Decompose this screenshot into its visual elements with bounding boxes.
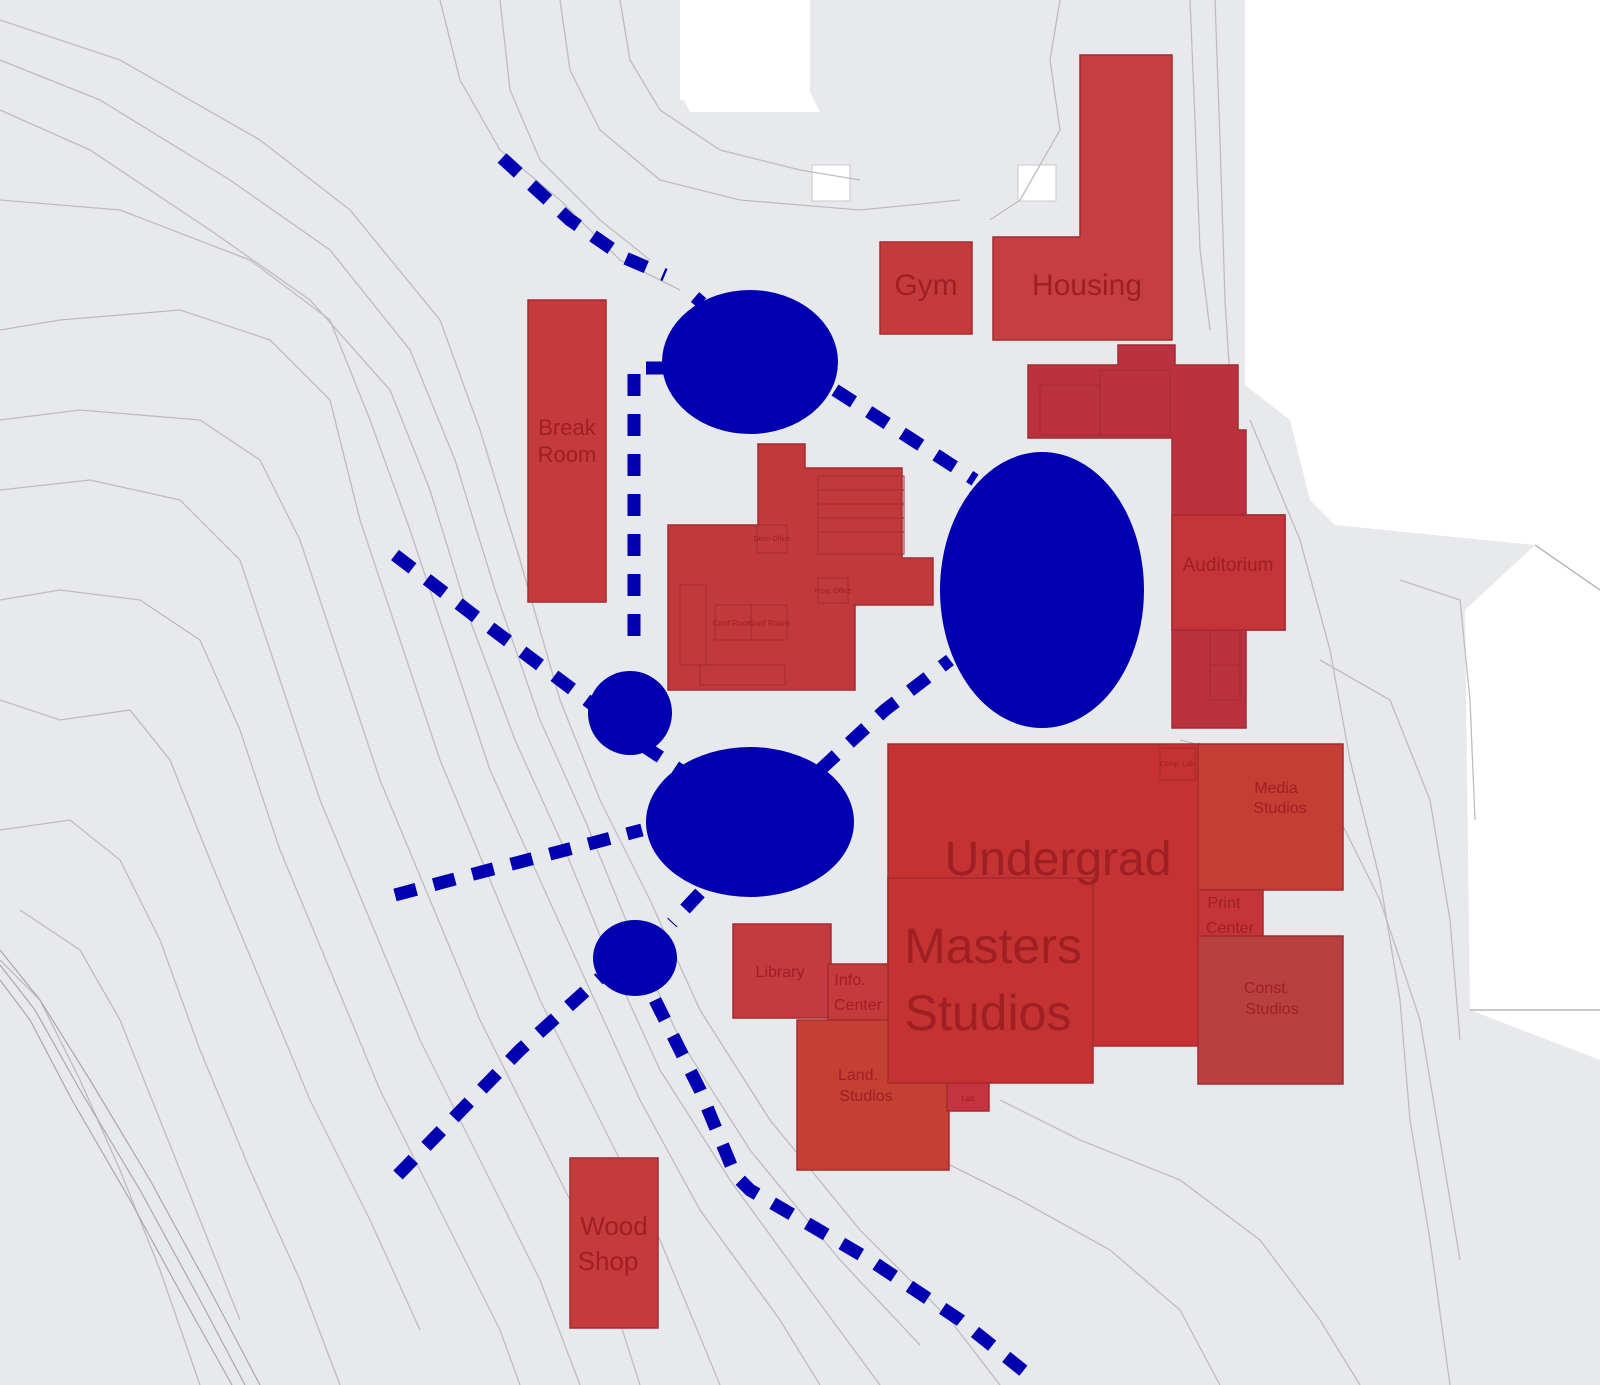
info-label-2: Center	[834, 997, 883, 1014]
white-building-skew	[680, 92, 820, 112]
path-middle-to-auditorium	[815, 654, 954, 775]
auditorium-label: Auditorium	[1183, 555, 1274, 576]
break-room-building	[527, 299, 607, 603]
undergrad-label: Undergrad	[945, 833, 1172, 886]
masters-studios-building	[887, 877, 1094, 1084]
masters-label-2: Studios	[905, 985, 1072, 1041]
gym-building	[879, 241, 973, 335]
path-south	[649, 997, 1040, 1385]
media-label-2: Studios	[1253, 800, 1306, 817]
wood-shop-label-1: Wood	[580, 1211, 647, 1241]
auditorium-building	[1171, 514, 1286, 631]
library-label: Library	[756, 964, 805, 981]
node-small-upper	[588, 671, 672, 755]
admin-building	[667, 443, 934, 691]
land-label-2: Studios	[839, 1088, 892, 1105]
break-room-label-2: Room	[538, 442, 597, 467]
library-building	[732, 923, 832, 1019]
path-southwest	[393, 973, 605, 1180]
white-building-top	[680, 0, 810, 100]
conf-room-label-2: Conf Room	[749, 619, 790, 628]
print-center-building	[1197, 889, 1264, 939]
building-labels: Gym Housing Break Room Auditorium Underg…	[538, 269, 1307, 1276]
wood-shop-building	[569, 1157, 659, 1329]
building-interior-lines	[679, 369, 1241, 781]
const-label-1: Const.	[1244, 980, 1290, 997]
housing-label: Housing	[1032, 269, 1142, 302]
path-top-node-right	[690, 292, 707, 308]
path-north	[497, 153, 668, 281]
wood-shop-label-2: Shop	[578, 1246, 639, 1276]
masters-label-1: Masters	[904, 918, 1082, 974]
path-west-upper	[391, 549, 604, 716]
media-label-1: Media	[1254, 780, 1298, 797]
prog-office-label: Prog. Office	[815, 588, 852, 595]
media-studios-building	[1197, 743, 1344, 891]
const-studios-building	[1197, 935, 1344, 1085]
small-white-block-left	[811, 164, 851, 202]
gym-label: Gym	[894, 269, 957, 302]
node-small-lower	[593, 920, 677, 996]
comp-lab-label: Comp. Lab	[1160, 761, 1194, 768]
dean-office-label: Dean Office	[754, 536, 791, 543]
node-north	[662, 290, 838, 434]
path-left-vertical	[627, 361, 668, 648]
buildings	[527, 54, 1344, 1329]
const-label-2: Studios	[1245, 1001, 1298, 1018]
road-lines	[0, 544, 1600, 1385]
lab-label: Lab	[961, 1094, 975, 1103]
info-label-1: Info.	[834, 972, 865, 989]
activity-nodes	[588, 290, 1144, 996]
node-central	[646, 747, 854, 897]
print-label-2: Center	[1206, 920, 1255, 937]
housing-building	[992, 54, 1173, 341]
break-room-label-1: Break	[538, 415, 596, 440]
conf-room-label-1: Conf Room	[713, 619, 754, 628]
path-middle-down	[667, 888, 705, 928]
print-label-1: Print	[1208, 895, 1241, 912]
land-label-1: Land.	[838, 1067, 878, 1084]
lab-building	[946, 1082, 990, 1112]
node-east-large	[940, 452, 1144, 728]
path-top-to-auditorium	[831, 384, 979, 486]
